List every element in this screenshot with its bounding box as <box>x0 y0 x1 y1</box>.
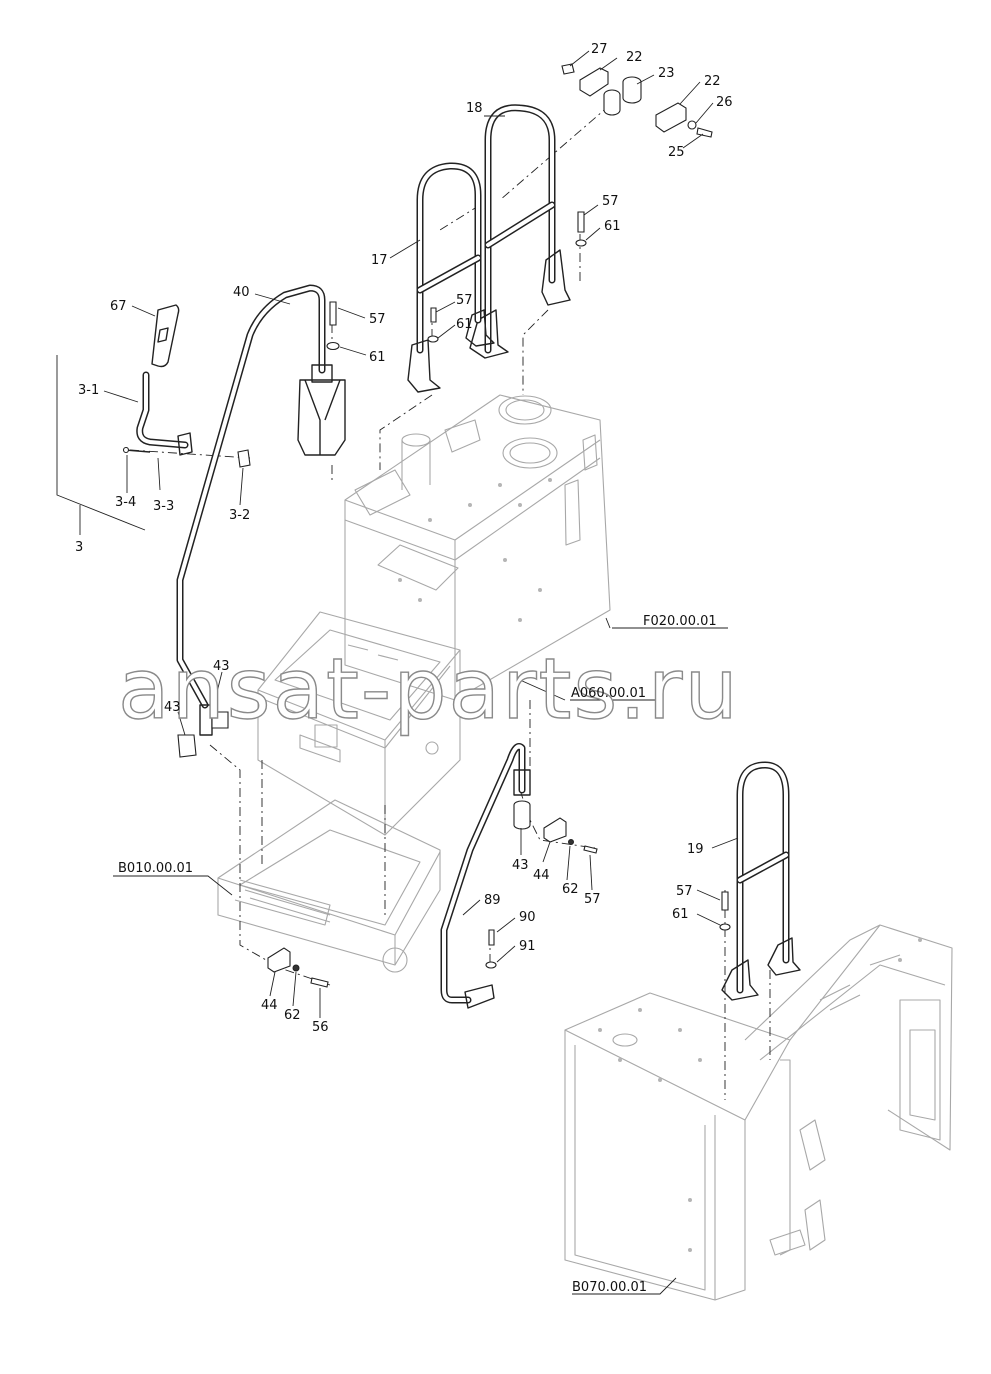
callout-89: 89 <box>484 893 501 908</box>
callout-18: 18 <box>466 101 483 116</box>
leader-lines <box>56 50 739 1295</box>
callout-90: 90 <box>519 910 536 925</box>
grab-handle-3-1 <box>136 371 193 456</box>
tank-assembly-f020 <box>344 394 611 701</box>
callout-19: 19 <box>687 842 704 857</box>
reference-labels: F020.00.01 A060.00.01 B010.00.01 B070.00… <box>118 614 717 1295</box>
callout-40: 40 <box>233 285 250 300</box>
callout-43-b: 43 <box>164 700 181 715</box>
callout-57: 57 <box>602 194 619 209</box>
base-assembly-b010 <box>217 799 441 973</box>
callout-3-3: 3-3 <box>153 499 174 514</box>
callout-23: 23 <box>658 66 675 81</box>
callout-61-b: 61 <box>456 317 473 332</box>
callout-91: 91 <box>519 939 536 954</box>
callout-27: 27 <box>591 42 608 57</box>
callout-57-b: 57 <box>456 293 473 308</box>
hinge-hardware-top <box>561 63 713 138</box>
callout-57-d: 57 <box>584 892 601 907</box>
handle-67 <box>151 304 180 368</box>
handrail-17 <box>407 162 495 393</box>
clip-3-2 <box>237 449 251 468</box>
callout-62: 62 <box>562 882 579 897</box>
callout-57-c: 57 <box>369 312 386 327</box>
handrail-18 <box>469 104 571 359</box>
callout-3: 3 <box>75 540 83 555</box>
callout-22-b: 22 <box>704 74 721 89</box>
box-assembly-a060 <box>257 611 461 836</box>
watermark: ansat-parts.ru <box>118 640 740 738</box>
ref-f020: F020.00.01 <box>643 614 717 629</box>
callout-67: 67 <box>110 299 127 314</box>
callout-3-2: 3-2 <box>229 508 250 523</box>
callout-43: 43 <box>213 659 230 674</box>
ref-b010: B010.00.01 <box>118 861 193 876</box>
pin-3-4 <box>122 446 151 454</box>
callout-44-b: 44 <box>261 998 278 1013</box>
callout-22: 22 <box>626 50 643 65</box>
clamps-43-44 <box>177 711 574 973</box>
callout-17: 17 <box>371 253 388 268</box>
callout-44: 44 <box>533 868 550 883</box>
frame-assembly-b070 <box>564 924 953 1301</box>
callout-57-e: 57 <box>676 884 693 899</box>
bolts-washers <box>310 211 731 988</box>
handrail-40 <box>176 284 346 736</box>
callout-61: 61 <box>604 219 621 234</box>
ref-b070: B070.00.01 <box>572 1280 647 1295</box>
assembly-centre-lines <box>129 104 771 1100</box>
callout-43-c: 43 <box>512 858 529 873</box>
callout-26: 26 <box>716 95 733 110</box>
callout-61-c: 61 <box>369 350 386 365</box>
callout-56: 56 <box>312 1020 329 1035</box>
handrail-89 <box>440 743 531 1009</box>
ref-a060: A060.00.01 <box>571 686 646 701</box>
callout-3-4: 3-4 <box>115 495 136 510</box>
callout-3-1: 3-1 <box>78 383 99 398</box>
callout-25: 25 <box>668 145 685 160</box>
callout-61-d: 61 <box>672 907 689 922</box>
callout-62-b: 62 <box>284 1008 301 1023</box>
callout-labels: 27 22 23 22 26 25 18 57 61 17 57 61 40 5… <box>75 42 733 1035</box>
handrail-19 <box>721 761 801 1001</box>
